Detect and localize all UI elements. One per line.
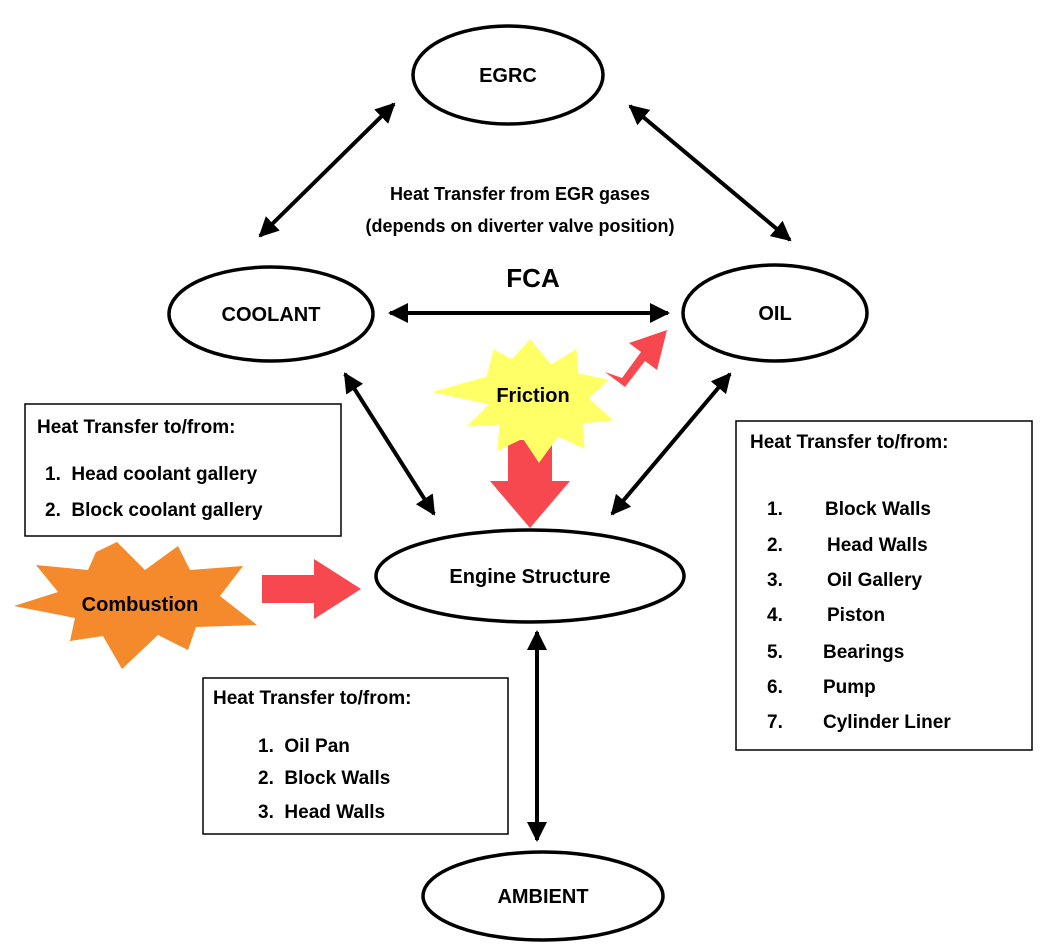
ambient-heat-transfer-box: Heat Transfer to/from: 1. Oil Pan 2. Blo… (202, 677, 509, 835)
node-oil-label: OIL (758, 303, 791, 325)
oil-box-item-text: Bearings (823, 642, 904, 663)
oil-box-item-text: Pump (823, 677, 876, 698)
oil-box-item-num: 1. (767, 499, 783, 520)
oil-box-item-num: 4. (767, 605, 783, 626)
heat-arrow-combustion-engine (262, 559, 361, 619)
oil-box-title: Heat Transfer to/from: (750, 432, 948, 453)
heat-arrow-friction-oil (605, 330, 667, 387)
egr-note-line2: (depends on diverter valve position) (365, 216, 674, 236)
oil-box-item-num: 7. (767, 712, 783, 733)
oil-box-item-text: Head Walls (827, 535, 928, 556)
friction-burst: Friction (433, 339, 614, 463)
oil-box-item-text: Piston (827, 605, 885, 626)
coolant-box-item: 1. Head coolant gallery (45, 464, 258, 485)
node-engine-structure: Engine Structure (374, 528, 686, 624)
arrow-oil-engine (610, 372, 732, 516)
friction-burst-shape (433, 339, 614, 463)
combustion-burst: Combustion (14, 542, 257, 669)
friction-label: Friction (496, 385, 569, 407)
coolant-heat-transfer-box: Heat Transfer to/from: 1. Head coolant g… (24, 403, 342, 537)
node-oil: OIL (681, 263, 869, 363)
combustion-label: Combustion (82, 594, 199, 616)
arrow-egrc-oil (628, 104, 792, 242)
node-egrc: EGRC (411, 24, 605, 126)
oil-box-item-text: Cylinder Liner (823, 712, 951, 733)
oil-box-item-text: Block Walls (825, 499, 931, 520)
node-coolant: COOLANT (167, 265, 375, 363)
oil-box-item-num: 6. (767, 677, 783, 698)
arrow-egrc-coolant (258, 102, 396, 238)
ambient-box-title: Heat Transfer to/from: (213, 688, 411, 709)
node-coolant-label: COOLANT (222, 304, 321, 326)
heat-arrows (262, 330, 667, 619)
coolant-box-title: Heat Transfer to/from: (37, 417, 235, 438)
fca-label: FCA (506, 263, 560, 293)
oil-heat-transfer-box: Heat Transfer to/from: 1. Block Walls 2.… (735, 420, 1033, 751)
oil-box-item-text: Oil Gallery (827, 570, 922, 591)
oil-box-item-num: 5. (767, 642, 783, 663)
node-ambient-label: AMBIENT (497, 886, 588, 908)
connector-arrows (258, 102, 792, 842)
ambient-box-item: 3. Head Walls (258, 802, 385, 823)
ambient-box-item: 1. Oil Pan (258, 736, 350, 757)
oil-box-item-num: 3. (767, 570, 783, 591)
oil-box-item-num: 2. (767, 535, 783, 556)
node-egrc-label: EGRC (479, 65, 537, 87)
ambient-box-item: 2. Block Walls (258, 768, 390, 789)
node-ambient: AMBIENT (421, 850, 665, 942)
heat-arrow-friction-engine (490, 440, 570, 528)
egr-note-line1: Heat Transfer from EGR gases (390, 184, 650, 204)
combustion-burst-shape (14, 542, 257, 669)
node-engine-structure-label: Engine Structure (449, 566, 610, 588)
arrow-coolant-engine (343, 372, 436, 516)
coolant-box-item: 2. Block coolant gallery (45, 500, 263, 521)
